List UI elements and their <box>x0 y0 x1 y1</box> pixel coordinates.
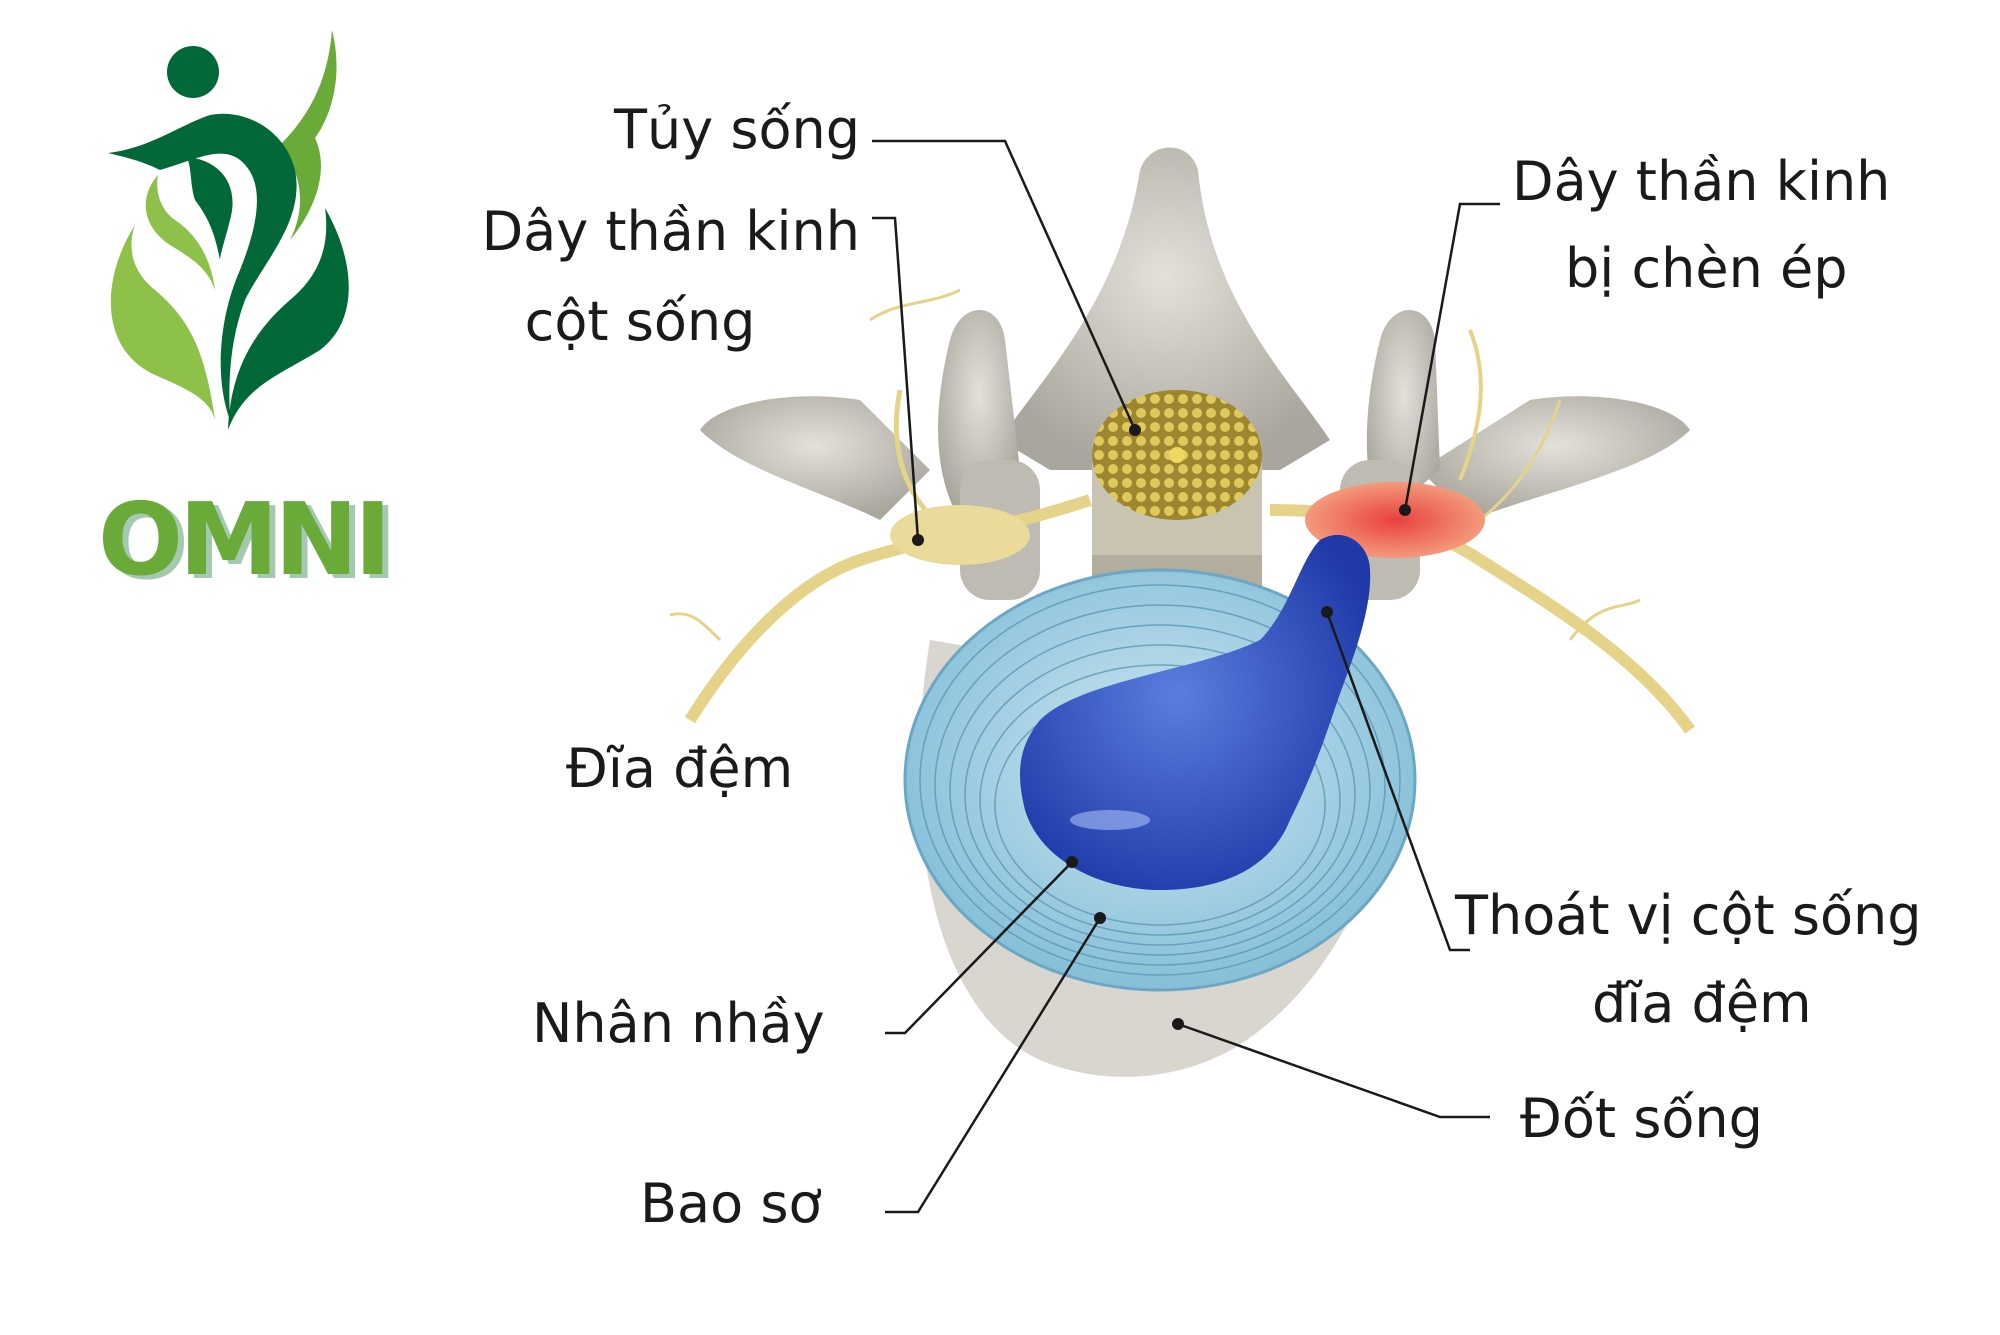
leader-bao-so <box>885 917 1102 1214</box>
leader-dot-song <box>1177 1022 1490 1119</box>
leader-day-than-kinh-cot-song <box>872 216 920 541</box>
nerve-branch-right-3 <box>1568 598 1641 641</box>
nerve-branch-left-3 <box>669 612 722 642</box>
logo-head <box>167 46 219 98</box>
leader-day-than-kinh-bi-chen-ep <box>1403 202 1500 511</box>
nerve-ganglion-left <box>890 505 1030 565</box>
nerve-branch-left-2 <box>869 288 961 322</box>
label-thoat-vi-line2: đĩa đệm <box>1592 972 1812 1035</box>
logo-sprout <box>187 157 233 260</box>
leader-lines <box>872 139 1500 1214</box>
leader-nhan-nhay <box>885 861 1073 1035</box>
logo-leaf-left <box>110 225 215 420</box>
label-nhan-nhay: Nhân nhầy <box>532 992 825 1055</box>
leader-dots <box>912 424 1411 1030</box>
nucleus-pulposus <box>1020 534 1371 890</box>
logo-body <box>108 113 297 421</box>
leaf-figure-icon <box>108 30 349 430</box>
transverse-process-right <box>1420 396 1690 520</box>
transverse-process-left <box>700 396 930 520</box>
logo-leaf-small <box>145 175 215 290</box>
label-day-than-kinh-bi-chen-ep-line2: bị chèn ép <box>1565 237 1848 300</box>
annulus-rings <box>919 584 1401 976</box>
label-dot-song: Đốt sống <box>1520 1087 1763 1150</box>
label-day-than-kinh-cot-song-line2: cột sống <box>524 290 756 353</box>
central-canal <box>1169 447 1185 463</box>
spinous-process <box>1000 147 1330 470</box>
label-day-than-kinh-bi-chen-ep-line1: Dây thần kinh <box>1512 150 1891 213</box>
nerve-branch-right-1 <box>1458 329 1483 481</box>
omni-logo: OMNI <box>80 20 391 590</box>
label-bao-so: Bao sơ <box>640 1172 822 1235</box>
nerve-branch-right-2 <box>1479 399 1562 522</box>
nucleus-highlight <box>1070 810 1150 830</box>
leader-tuy-song <box>872 139 1137 431</box>
label-dia-dem: Đĩa đệm <box>566 737 794 800</box>
label-tuy-song: Tủy sống <box>613 98 860 161</box>
logo-wordmark: OMNI <box>98 481 391 598</box>
leader-thoat-vi <box>1325 611 1470 952</box>
label-day-than-kinh-cot-song-line1: Dây thần kinh <box>481 200 860 263</box>
label-thoat-vi-line1: Thoát vị cột sống <box>1455 884 1922 947</box>
logo-arm <box>280 30 337 240</box>
logo-leaf-right <box>228 208 349 430</box>
